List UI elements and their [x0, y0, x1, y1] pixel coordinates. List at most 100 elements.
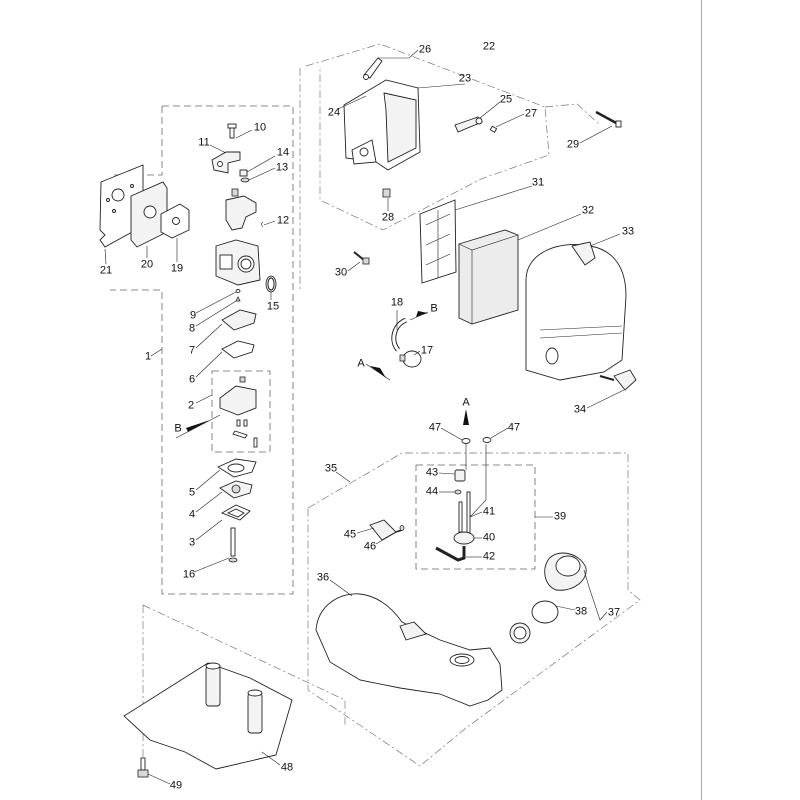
part-44-oring: [454, 489, 462, 495]
callout-15: 15: [266, 300, 280, 313]
callout-39: 39: [553, 510, 567, 523]
part-41-pipes: [458, 491, 471, 535]
part-29-long-bolt: [595, 110, 622, 128]
callout-24: 24: [327, 106, 341, 119]
callout-44: 44: [425, 485, 439, 498]
part-7-pump-cover: [221, 309, 257, 331]
part-36-fuel-tank: [315, 593, 503, 707]
skid-plate-boundary: [142, 604, 346, 770]
callout-37: 37: [607, 606, 621, 619]
callout-23: 23: [458, 72, 472, 85]
part-17-primer-pump: [399, 350, 422, 368]
part-12-clip: [261, 221, 264, 228]
part-11-choke-plate: [211, 151, 241, 174]
callout-4: 4: [188, 508, 196, 521]
connection-marker-B: B: [174, 422, 182, 435]
callout-17: 17: [420, 344, 434, 357]
callout-40: 40: [482, 531, 496, 544]
callout-47: 47: [428, 421, 442, 434]
part-14-cap: [239, 169, 248, 177]
part-9-oring: [235, 289, 241, 293]
callout-45: 45: [343, 528, 357, 541]
group-22-aircleaner-boundary: [299, 43, 601, 292]
part-20-insulator: [130, 181, 168, 248]
part-18-fuel-hose: [391, 317, 408, 352]
callout-7: 7: [188, 344, 196, 357]
part-5-gasket: [217, 458, 257, 478]
part-30-bolt: [353, 251, 370, 265]
callout-16: 16: [182, 568, 196, 581]
callout-10: 10: [253, 121, 267, 134]
callout-25: 25: [499, 93, 513, 106]
callout-41: 41: [482, 505, 496, 518]
part-47-grommets: [461, 437, 492, 444]
callout-42: 42: [482, 550, 496, 563]
callout-30: 30: [334, 266, 348, 279]
part-34-knob: [599, 369, 637, 391]
group-35-fueltank-boundary: [307, 452, 641, 767]
part-31-filter-frame: [419, 199, 457, 284]
connection-marker-A: A: [462, 396, 470, 409]
callout-33: 33: [621, 225, 635, 238]
part-10-screw: [227, 123, 237, 139]
callout-31: 31: [531, 176, 545, 189]
part-48-skid-plate: [123, 662, 293, 770]
group-2-subbox: [211, 370, 271, 453]
part-42-elbow-pipe: [435, 546, 466, 562]
callout-8: 8: [188, 322, 196, 335]
part-26-choke-lever: [363, 57, 383, 80]
connection-marker-A: A: [357, 357, 365, 370]
part-40-grommet: [453, 531, 475, 545]
callout-34: 34: [573, 403, 587, 416]
part-6-pump-diaphragm: [221, 340, 255, 359]
callout-14: 14: [276, 146, 290, 159]
callout-43: 43: [425, 466, 439, 479]
part-25-choke-shutter: [454, 116, 483, 133]
leader-lines: [104, 49, 625, 785]
callout-11: 11: [198, 136, 210, 149]
part-13-ring: [240, 177, 250, 183]
part-38-cap-gasket: [531, 600, 559, 624]
part-49-bolt: [137, 757, 149, 778]
connection-marker-B: B: [430, 302, 438, 315]
callout-13: 13: [275, 161, 289, 174]
part-19-gasket: [160, 203, 190, 239]
part-16-long-screw: [228, 527, 238, 563]
part-23-aircleaner-body: [343, 79, 421, 171]
group-39-fuelpipe-boundary: [415, 464, 536, 570]
part-45-fuel-filter: [369, 519, 403, 541]
callout-32: 32: [581, 204, 595, 217]
callout-19: 19: [170, 262, 184, 275]
callout-35: 35: [324, 462, 338, 475]
callout-38: 38: [574, 605, 588, 618]
callout-26: 26: [418, 43, 432, 56]
callout-22: 22: [482, 40, 496, 53]
carburetor-body: [215, 239, 261, 286]
callout-48: 48: [280, 761, 294, 774]
callout-12: 12: [276, 214, 290, 227]
page-divider-line: [701, 0, 702, 800]
part-37-fuel-cap: [544, 552, 587, 591]
part-28-clip: [382, 188, 391, 198]
callout-49: 49: [169, 779, 183, 792]
callout-36: 36: [316, 571, 330, 584]
callout-9: 9: [189, 309, 197, 322]
callout-46: 46: [363, 540, 377, 553]
part-8-needle: [235, 296, 241, 302]
callout-29: 29: [566, 138, 580, 151]
tank-filler-neck: [509, 622, 531, 644]
part-2-metering-body: [219, 376, 258, 448]
part-32-foam-element: [458, 229, 519, 325]
callout-20: 20: [140, 258, 154, 271]
callout-6: 6: [188, 373, 196, 386]
part-43-filter-cap: [454, 469, 466, 482]
part-27-screw: [489, 125, 498, 133]
callout-21: 21: [99, 264, 113, 277]
part-33-aircleaner-cover: [525, 241, 627, 381]
callout-18: 18: [390, 296, 404, 309]
callout-3: 3: [188, 536, 196, 549]
callout-2: 2: [187, 399, 195, 412]
part-4-diaphragm: [219, 480, 253, 499]
carburetor-throttle-assembly: [225, 188, 257, 231]
